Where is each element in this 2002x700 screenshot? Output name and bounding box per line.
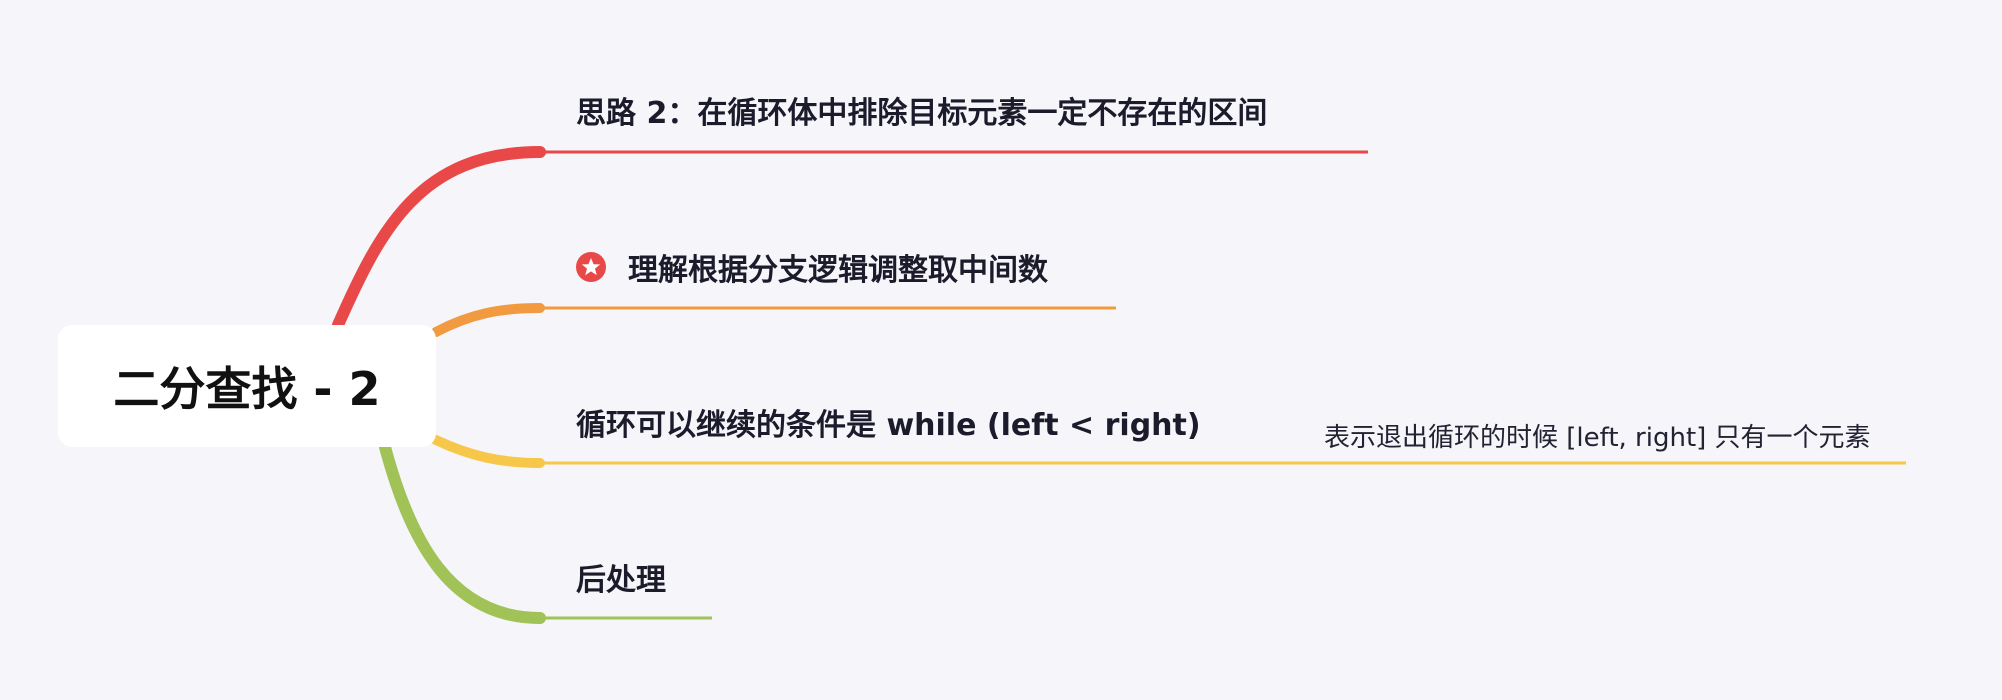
root-node[interactable]: 二分查找 - 2 — [58, 325, 436, 447]
star-badge-icon — [576, 252, 606, 282]
branch-label-3: 后处理 — [576, 563, 666, 598]
branch-node-0[interactable]: 思路 2：在循环体中排除目标元素一定不存在的区间 — [576, 88, 1267, 132]
branch-note-2[interactable]: 表示退出循环的时候 [left, right] 只有一个元素 — [1324, 417, 1871, 454]
branch-connector-0 — [336, 150, 1368, 326]
branch-label-0: 思路 2：在循环体中排除目标元素一定不存在的区间 — [576, 96, 1268, 131]
branch-node-3[interactable]: 后处理 — [576, 555, 666, 599]
branch-connector-3-thick — [379, 441, 546, 624]
branch-connector-2-thick — [431, 435, 545, 468]
branch-connector-1-thick — [431, 303, 545, 337]
branch-node-1[interactable]: 理解根据分支逻辑调整取中间数 — [576, 245, 1048, 289]
root-title: 二分查找 - 2 — [113, 362, 381, 416]
branch-node-2[interactable]: 循环可以继续的条件是 while (left < right) — [576, 400, 1201, 444]
branch-connector-0-thick — [332, 146, 546, 331]
branch-note-2-text: 表示退出循环的时候 [left, right] 只有一个元素 — [1324, 423, 1871, 453]
branch-label-2: 循环可以继续的条件是 while (left < right) — [576, 408, 1201, 443]
branch-label-1: 理解根据分支逻辑调整取中间数 — [628, 253, 1048, 288]
